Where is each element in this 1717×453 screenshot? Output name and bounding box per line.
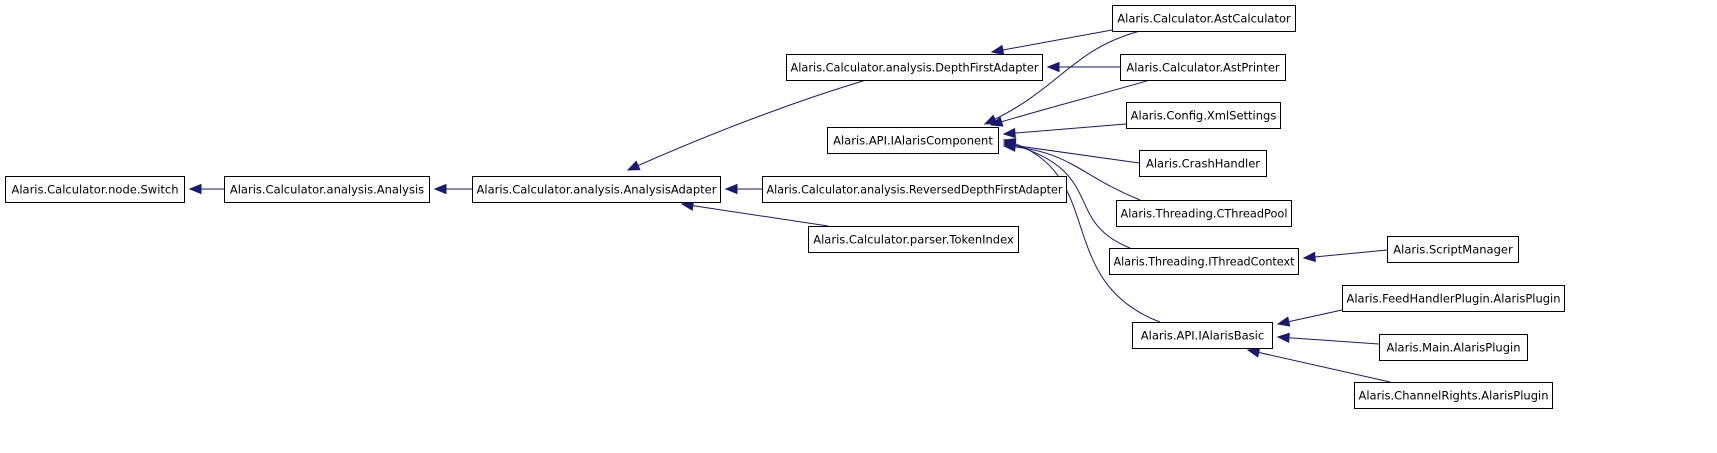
edge-line (991, 29, 1113, 53)
node-label: Alaris.FeedHandlerPlugin.AlarisPlugin (1347, 292, 1561, 306)
class-node-analysis[interactable]: Alaris.Calculator.analysis.Analysis (224, 176, 430, 203)
node-box (472, 176, 721, 203)
edge-ast-calculator-to-ialaris-component (983, 30, 1141, 125)
arrowhead (1276, 332, 1290, 344)
node-label: Alaris.Calculator.node.Switch (11, 183, 178, 197)
edge-line (1247, 349, 1391, 383)
node-box (1387, 236, 1519, 263)
node-box (1120, 54, 1286, 81)
class-node-feed-handler-plugin[interactable]: Alaris.FeedHandlerPlugin.AlarisPlugin (1342, 285, 1565, 312)
node-label: Alaris.Calculator.analysis.Analysis (230, 183, 424, 197)
edge-main-plugin-to-ialaris-basic (1276, 332, 1380, 345)
edge-line (1003, 141, 1131, 249)
edge-line (1003, 123, 1127, 135)
node-box (762, 176, 1067, 203)
class-node-ithread-context[interactable]: Alaris.Threading.IThreadContext (1109, 248, 1299, 275)
class-node-switch[interactable]: Alaris.Calculator.node.Switch (5, 176, 185, 203)
node-box (827, 127, 999, 154)
arrowhead (433, 183, 447, 195)
edges-layer (188, 29, 1391, 383)
edge-line (984, 30, 1141, 125)
node-box (1112, 5, 1296, 32)
node-label: Alaris.ChannelRights.AlarisPlugin (1359, 389, 1549, 403)
arrowhead (724, 183, 738, 195)
node-label: Alaris.Calculator.analysis.ReversedDepth… (767, 183, 1063, 197)
edge-ast-calculator-to-depth-first-adapter (990, 29, 1113, 56)
arrowhead (1002, 138, 1017, 149)
node-label: Alaris.Threading.CThreadPool (1121, 207, 1288, 221)
node-label: Alaris.Calculator.analysis.AnalysisAdapt… (477, 183, 717, 197)
node-label: Alaris.Calculator.parser.TokenIndex (813, 233, 1014, 247)
edge-channel-rights-plugin-to-ialaris-basic (1246, 347, 1391, 383)
node-box (5, 176, 185, 203)
class-node-xml-settings[interactable]: Alaris.Config.XmlSettings (1126, 102, 1281, 129)
arrowhead (990, 44, 1005, 56)
node-label: Alaris.CrashHandler (1146, 157, 1260, 171)
class-node-ialaris-basic[interactable]: Alaris.API.IAlarisBasic (1132, 322, 1273, 349)
arrowhead (1002, 127, 1016, 139)
edge-ialaris-basic-to-ialaris-component (1002, 138, 1161, 323)
arrowhead (188, 183, 202, 195)
edge-xml-settings-to-ialaris-component (1002, 123, 1127, 139)
node-box (808, 226, 1019, 253)
node-box (1132, 322, 1273, 349)
arrowhead (989, 116, 1004, 127)
edge-line (681, 203, 829, 227)
class-node-main-plugin[interactable]: Alaris.Main.AlarisPlugin (1379, 334, 1528, 361)
node-box (1354, 382, 1553, 409)
class-node-ialaris-component[interactable]: Alaris.API.IAlarisComponent (827, 127, 999, 154)
edge-line (990, 79, 1151, 126)
class-node-reversed-depth-first-adapter[interactable]: Alaris.Calculator.analysis.ReversedDepth… (762, 176, 1067, 203)
class-node-ast-printer[interactable]: Alaris.Calculator.AstPrinter (1120, 54, 1286, 81)
edge-line (1277, 336, 1380, 345)
node-label: Alaris.Config.XmlSettings (1131, 109, 1277, 123)
edge-feed-handler-plugin-to-ialaris-basic (1276, 309, 1343, 327)
arrowhead (1246, 347, 1261, 358)
node-box (1109, 248, 1299, 275)
node-label: Alaris.API.IAlarisBasic (1141, 329, 1264, 343)
arrowhead (1302, 251, 1316, 263)
node-label: Alaris.Calculator.AstPrinter (1126, 61, 1280, 75)
class-node-cthread-pool[interactable]: Alaris.Threading.CThreadPool (1116, 200, 1292, 227)
arrowhead (1276, 316, 1291, 327)
edge-line (1303, 249, 1388, 259)
node-box (1379, 334, 1528, 361)
edge-script-manager-to-ithread-context (1302, 249, 1388, 263)
node-box (224, 176, 430, 203)
edge-crash-handler-to-ialaris-component (1002, 140, 1140, 164)
arrowhead (1046, 61, 1060, 73)
node-box (1342, 285, 1565, 312)
node-label: Alaris.Calculator.AstCalculator (1117, 12, 1291, 26)
class-node-script-manager[interactable]: Alaris.ScriptManager (1387, 236, 1519, 263)
class-node-token-index[interactable]: Alaris.Calculator.parser.TokenIndex (808, 226, 1019, 253)
arrowhead (626, 160, 641, 171)
arrowhead (983, 114, 998, 125)
class-node-channel-rights-plugin[interactable]: Alaris.ChannelRights.AlarisPlugin (1354, 382, 1553, 409)
edge-analysis-adapter-to-analysis (433, 183, 472, 195)
class-node-ast-calculator[interactable]: Alaris.Calculator.AstCalculator (1112, 5, 1296, 32)
edge-reversed-depth-first-adapter-to-analysis-adapter (724, 183, 762, 195)
edge-ast-printer-to-ialaris-component (989, 79, 1151, 127)
edge-ast-printer-to-depth-first-adapter (1046, 61, 1120, 73)
node-box (1139, 150, 1267, 177)
node-label: Alaris.Threading.IThreadContext (1114, 255, 1295, 269)
class-node-crash-handler[interactable]: Alaris.CrashHandler (1139, 150, 1267, 177)
edge-token-index-to-analysis-adapter (680, 200, 829, 227)
node-label: Alaris.Main.AlarisPlugin (1386, 341, 1520, 355)
edge-depth-first-adapter-to-analysis-adapter (626, 79, 867, 171)
class-node-depth-first-adapter[interactable]: Alaris.Calculator.analysis.DepthFirstAda… (786, 54, 1043, 81)
edge-line (627, 79, 867, 171)
node-box (786, 54, 1043, 81)
node-box (1116, 200, 1292, 227)
edge-line (1003, 139, 1161, 323)
edge-analysis-to-switch (188, 183, 224, 195)
edge-line (1003, 143, 1140, 164)
node-label: Alaris.ScriptManager (1393, 243, 1513, 257)
node-box (1126, 102, 1281, 129)
node-label: Alaris.Calculator.analysis.DepthFirstAda… (791, 61, 1039, 75)
node-label: Alaris.API.IAlarisComponent (833, 134, 993, 148)
class-node-analysis-adapter[interactable]: Alaris.Calculator.analysis.AnalysisAdapt… (472, 176, 721, 203)
